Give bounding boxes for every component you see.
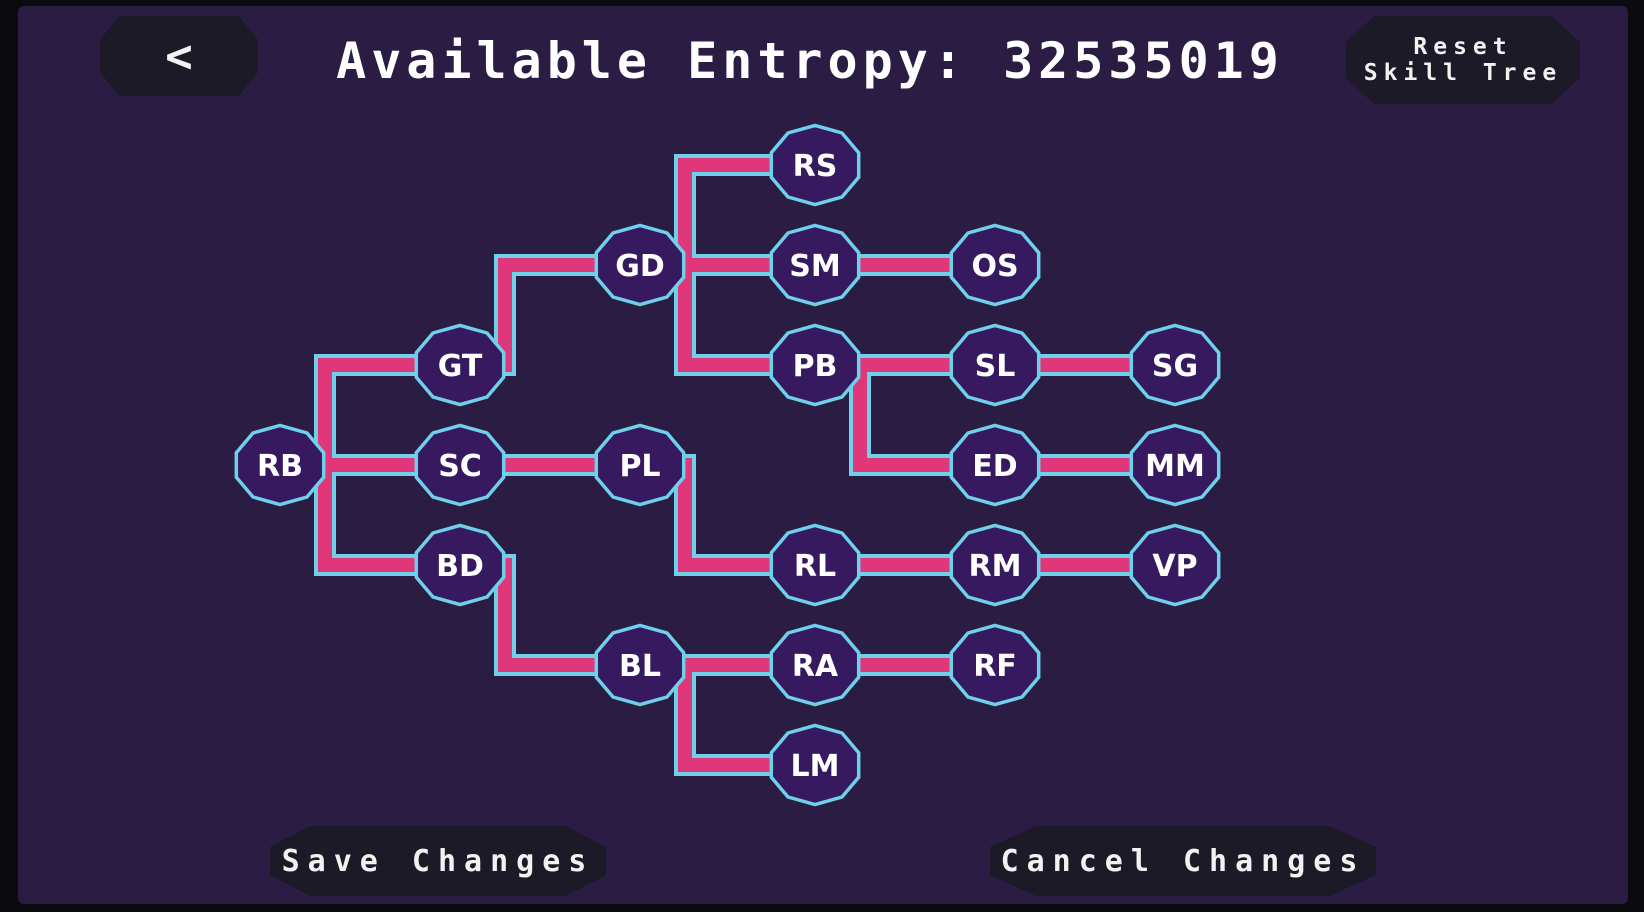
cancel-changes-button[interactable]: Cancel Changes (990, 826, 1376, 896)
skill-node-label: MM (1145, 449, 1205, 484)
skill-node-label: BD (436, 549, 484, 584)
skill-node-shape (414, 523, 506, 607)
save-changes-button[interactable]: Save Changes (270, 826, 606, 896)
skill-node-sg[interactable]: SG (1129, 323, 1221, 407)
skill-node-os[interactable]: OS (949, 223, 1041, 307)
skill-node-label: BL (619, 649, 661, 684)
reset-skill-tree-button[interactable]: Reset Skill Tree (1346, 16, 1580, 104)
skill-node-shape (234, 423, 326, 507)
skill-node-label: RS (793, 149, 838, 184)
skill-node-label: VP (1152, 549, 1197, 584)
skill-node-shape (769, 623, 861, 707)
skill-node-shape (949, 623, 1041, 707)
skill-node-label: SC (438, 449, 482, 484)
skill-links (280, 154, 1175, 776)
skill-node-label: SG (1152, 349, 1198, 384)
skill-node-label: OS (971, 249, 1018, 284)
skill-node-sc[interactable]: SC (414, 423, 506, 507)
skill-node-shape (414, 323, 506, 407)
skill-node-rm[interactable]: RM (949, 523, 1041, 607)
skill-node-label: RA (792, 649, 839, 684)
skill-node-shape (769, 323, 861, 407)
skill-node-bl[interactable]: BL (594, 623, 686, 707)
skill-node-shape (769, 523, 861, 607)
skill-node-bd[interactable]: BD (414, 523, 506, 607)
skill-node-shape (769, 723, 861, 807)
skill-node-label: GT (438, 349, 483, 384)
entropy-value: 32535019 (1003, 32, 1284, 90)
skill-node-label: SL (975, 349, 1016, 384)
save-label: Save Changes (281, 843, 595, 879)
skill-node-label: ED (972, 449, 1017, 484)
entropy-display: Available Entropy: 32535019 (300, 26, 1320, 96)
skill-node-label: LM (791, 749, 840, 784)
skill-node-mm[interactable]: MM (1129, 423, 1221, 507)
skill-node-shape (949, 323, 1041, 407)
cancel-label: Cancel Changes (1000, 843, 1366, 879)
skill-node-pb[interactable]: PB (769, 323, 861, 407)
entropy-label: Available Entropy: (336, 32, 968, 90)
chevron-left-icon: < (165, 29, 193, 83)
skill-node-shape (949, 523, 1041, 607)
skill-node-sm[interactable]: SM (769, 223, 861, 307)
skill-node-shape (949, 223, 1041, 307)
skill-node-label: PB (793, 349, 838, 384)
skill-node-sl[interactable]: SL (949, 323, 1041, 407)
reset-label-line1: Reset (1413, 34, 1513, 60)
skill-node-gd[interactable]: GD (594, 223, 686, 307)
skill-node-ed[interactable]: ED (949, 423, 1041, 507)
skill-node-shape (769, 223, 861, 307)
skill-node-shape (769, 123, 861, 207)
entropy-spacer (968, 32, 1003, 90)
skill-node-label: RF (973, 649, 1017, 684)
skill-node-label: RM (969, 549, 1022, 584)
skill-node-shape (414, 423, 506, 507)
skill-node-lm[interactable]: LM (769, 723, 861, 807)
skill-node-gt[interactable]: GT (414, 323, 506, 407)
skill-nodes: RS GD SM OS GT PB SL SG RB SC PL ED MM BD RL RM VP BL RA RF… (234, 123, 1221, 807)
skill-node-shape (594, 223, 686, 307)
skill-node-label: GD (615, 249, 665, 284)
skill-node-label: SM (789, 249, 840, 284)
skill-node-label: RL (794, 549, 836, 584)
skill-node-vp[interactable]: VP (1129, 523, 1221, 607)
skill-node-shape (1129, 423, 1221, 507)
skill-node-label: PL (619, 449, 660, 484)
skill-node-rb[interactable]: RB (234, 423, 326, 507)
skill-node-shape (594, 623, 686, 707)
skill-node-shape (594, 423, 686, 507)
reset-label-line2: Skill Tree (1363, 60, 1563, 86)
skill-node-rs[interactable]: RS (769, 123, 861, 207)
back-button[interactable]: < (100, 16, 258, 96)
skill-node-shape (949, 423, 1041, 507)
skill-node-rf[interactable]: RF (949, 623, 1041, 707)
skill-node-pl[interactable]: PL (594, 423, 686, 507)
skill-node-ra[interactable]: RA (769, 623, 861, 707)
skill-node-label: RB (257, 449, 303, 484)
skill-node-shape (1129, 523, 1221, 607)
skill-node-rl[interactable]: RL (769, 523, 861, 607)
skill-node-shape (1129, 323, 1221, 407)
